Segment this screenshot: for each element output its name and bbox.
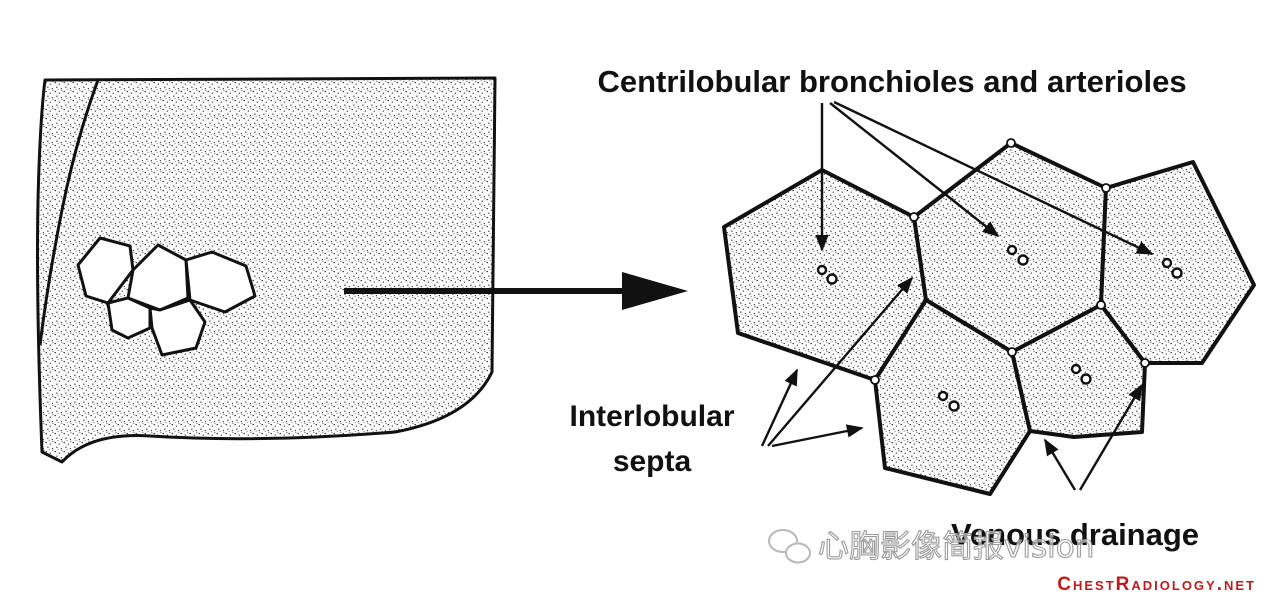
interlobular-pointers bbox=[760, 276, 914, 448]
venous-pointers bbox=[1043, 383, 1144, 491]
septal-nodes bbox=[870, 138, 1150, 385]
lobule-small-4 bbox=[106, 296, 152, 340]
label-interlobular-line2: septa bbox=[613, 445, 692, 478]
lung-outline bbox=[36, 76, 497, 464]
lobules-detail bbox=[722, 141, 1256, 496]
lung-section bbox=[36, 76, 497, 464]
lobule-small-5 bbox=[148, 298, 207, 357]
centrilobular-pointers bbox=[815, 100, 1154, 256]
label-interlobular-line1: Interlobular bbox=[569, 400, 734, 433]
wechat-icon bbox=[768, 529, 811, 564]
website-credit: ChestRadiology.net bbox=[1057, 574, 1256, 595]
lobule-cluster bbox=[76, 236, 257, 357]
watermark-text: 心胸影像简报vision bbox=[818, 529, 1094, 565]
centrilobular-structures bbox=[816, 244, 1183, 412]
label-centrilobular: Centrilobular bronchioles and arterioles bbox=[597, 64, 1186, 99]
zoom-arrow bbox=[344, 272, 688, 310]
label-venous-drainage: Venous drainage bbox=[951, 517, 1199, 552]
watermark: 心胸影像简报vision bbox=[768, 528, 1095, 566]
pleural-fissure-line bbox=[38, 79, 100, 346]
